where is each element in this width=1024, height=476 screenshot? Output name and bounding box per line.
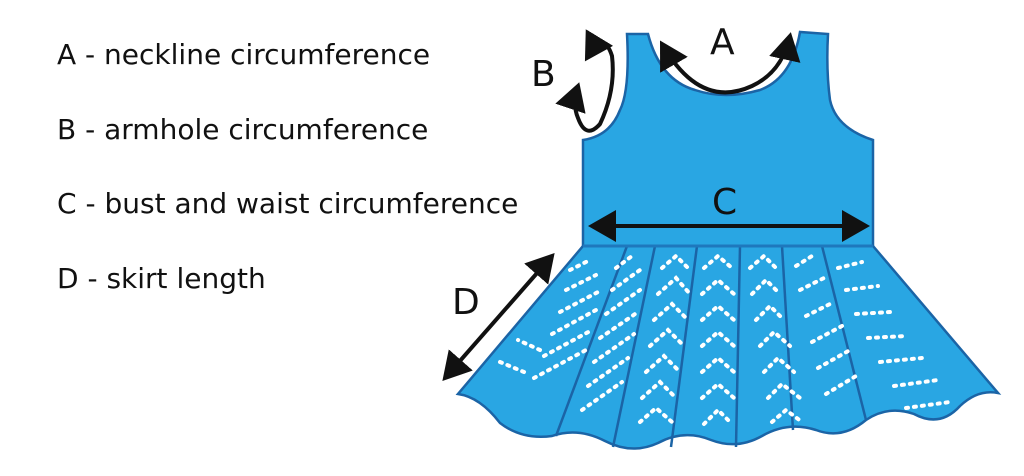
legend-item-neckline: A - neckline circumference (57, 38, 431, 71)
label-b: B (531, 54, 556, 95)
lace-chevron-pattern (498, 253, 952, 426)
legend-item-bust-waist: C - bust and waist circumference (57, 187, 519, 220)
legend-item-armhole: B - armhole circumference (57, 112, 429, 146)
label-c: C (712, 182, 737, 223)
legend-item-skirt-length: D - skirt length (57, 261, 266, 295)
armhole-arrow (555, 29, 615, 133)
measurement-legend: A - neckline circumference B - armhole c… (57, 38, 518, 336)
neckline-arrow (660, 32, 801, 95)
label-a: A (710, 22, 735, 63)
skirt-length-arrow (442, 252, 555, 382)
dress-skirt (455, 244, 1002, 450)
dress-bodice (581, 30, 875, 248)
skirt-panel-seams (554, 245, 868, 448)
label-d: D (452, 282, 480, 323)
